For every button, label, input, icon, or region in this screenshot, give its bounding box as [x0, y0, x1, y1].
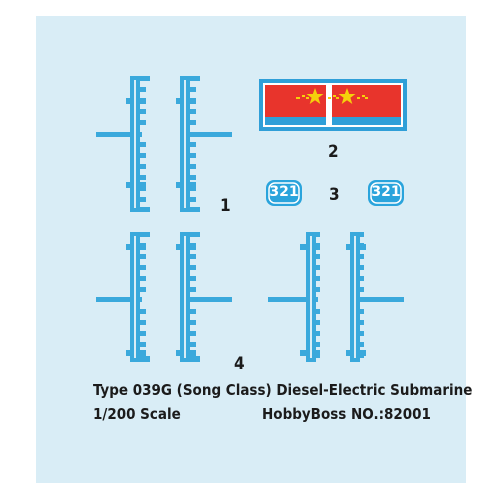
- draft-mark-set-1: [96, 76, 232, 212]
- decal-number-3: 3: [329, 185, 340, 205]
- caption-model-name: Type 039G (Song Class) Diesel-Electric S…: [93, 381, 473, 399]
- caption-scale: 1/200 Scale: [93, 405, 181, 423]
- ladder-gaps: [134, 80, 356, 358]
- hull-number-right: 321: [371, 184, 401, 200]
- decal-number-4: 4: [234, 354, 245, 374]
- decal-number-1: 1: [220, 196, 231, 216]
- star-right: [338, 88, 356, 104]
- draft-mark-set-4: [96, 232, 404, 362]
- naval-flag-decal: [259, 79, 407, 131]
- star-left: [306, 88, 324, 104]
- hull-number-badge-right: [368, 180, 404, 206]
- decal-number-2: 2: [328, 142, 339, 162]
- hull-number-badge-left: [266, 180, 302, 206]
- hull-number-left: 321: [269, 184, 299, 200]
- caption-brand-number: HobbyBoss NO.:82001: [262, 405, 431, 423]
